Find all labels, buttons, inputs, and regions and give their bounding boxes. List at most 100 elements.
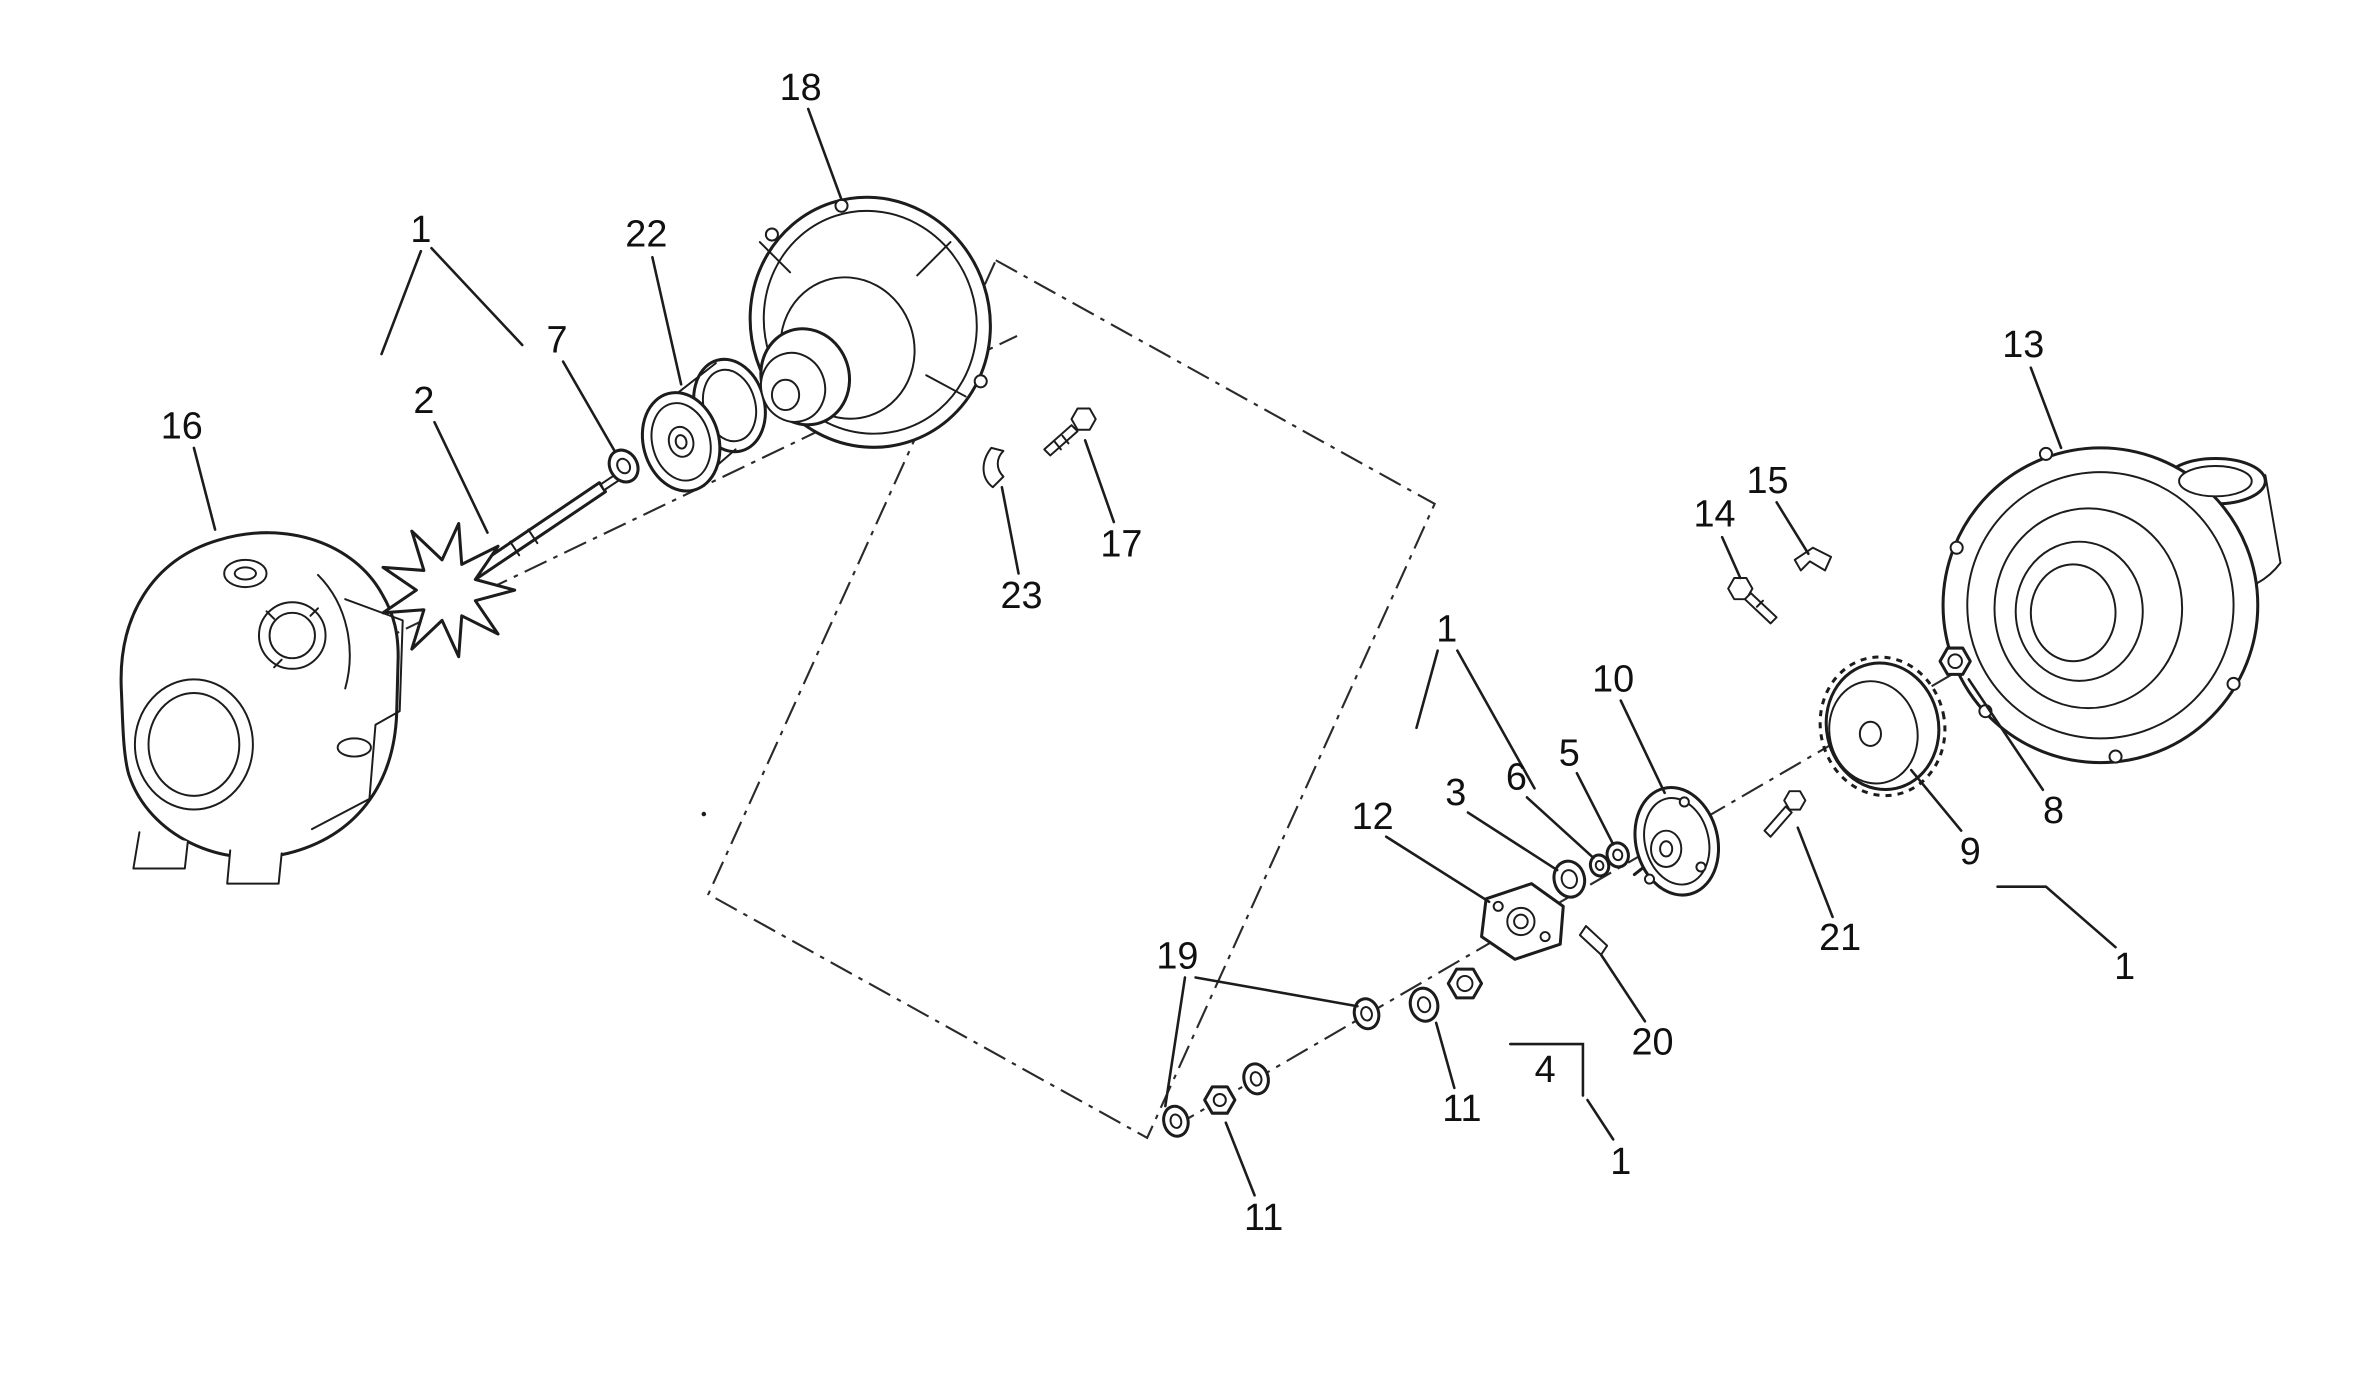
flange-bolt-hole [2226, 676, 2241, 691]
flange-bolt-hole [1949, 540, 1964, 555]
part-23-lock-plate [982, 446, 1005, 489]
bolt-shaft [1763, 805, 1793, 838]
part-9-gear-rotor [1818, 655, 1947, 798]
callout-3: 3 [1445, 772, 1466, 814]
bolt-shaft [1743, 592, 1778, 625]
callout-9: 9 [1960, 831, 1981, 873]
speck [701, 811, 707, 817]
part-17-bolt [1043, 407, 1097, 457]
callout-8: 8 [2043, 790, 2064, 832]
leader-line-10 [1619, 699, 1666, 795]
leader-line-21 [1796, 826, 1834, 919]
leader-line-14 [1720, 535, 1742, 580]
callout-2: 2 [413, 380, 434, 422]
callout-14: 14 [1694, 493, 1736, 535]
leader-line-12 [1384, 835, 1491, 904]
phantom-boundary-parallelogram [706, 258, 1437, 1140]
housing-flange [310, 598, 404, 831]
housing-foot [132, 831, 189, 870]
part-19-washer-set [1162, 997, 1381, 1138]
bolt-head [1070, 407, 1097, 431]
callout-20: 20 [1632, 1022, 1674, 1064]
flange-bolt-hole [834, 198, 849, 213]
leader-line-6 [1525, 796, 1595, 860]
leader-line-1 [430, 246, 524, 347]
leader-line-11 [1224, 1121, 1256, 1197]
part-6-washer [1588, 853, 1611, 878]
leader-line-15 [1775, 501, 1810, 556]
leader-line-1 [1456, 649, 1536, 790]
leader-line-1 [1586, 1098, 1615, 1141]
callout-6: 6 [1506, 757, 1527, 799]
callout-13: 13 [2002, 324, 2044, 366]
leader-line-17 [1083, 439, 1116, 524]
callout-11: 11 [1244, 1197, 1283, 1239]
leader-line-18 [806, 107, 843, 202]
leader-line-3 [1466, 811, 1559, 872]
callout-11: 11 [1442, 1088, 1481, 1130]
callout-layer: 1612722182317131415110563129812120191141… [161, 67, 2135, 1239]
callout-21: 21 [1819, 917, 1861, 959]
part-3-ring [1552, 859, 1587, 899]
turbine-wheel [381, 522, 517, 659]
flange-slot [336, 737, 372, 758]
callout-15: 15 [1746, 460, 1788, 502]
callout-7: 7 [547, 319, 568, 361]
part-21-bolt [1763, 790, 1807, 838]
callout-10: 10 [1592, 658, 1634, 700]
leader-line-13 [2029, 366, 2063, 450]
leader-line-22 [651, 255, 683, 386]
callout-19: 19 [1156, 935, 1198, 977]
callout-12: 12 [1352, 796, 1394, 838]
leader-line-4 [1509, 1042, 1585, 1097]
flange-bolt-hole [2108, 749, 2123, 764]
leader-line-19 [1194, 976, 1359, 1008]
callout-16: 16 [161, 406, 203, 448]
part-22-pulley [640, 357, 767, 493]
leader-line-11 [1434, 1021, 1456, 1090]
leader-line-2 [433, 420, 489, 534]
callout-5: 5 [1559, 733, 1580, 775]
leader-line-5 [1575, 771, 1615, 846]
flange-bolt-hole [2038, 446, 2053, 461]
part-11-nut-washer [1408, 967, 1484, 1023]
part-12-bearing-plate [1480, 882, 1565, 961]
callout-4: 4 [1535, 1049, 1556, 1091]
leader-line-8 [1967, 678, 2045, 792]
leader-line-19 [1164, 976, 1187, 1108]
leader-line-20 [1599, 953, 1647, 1023]
callout-1: 1 [2114, 946, 2135, 988]
gear-teeth [1818, 655, 1947, 798]
leader-line-7 [561, 360, 616, 453]
part-15-clamp [1793, 546, 1833, 572]
part-16-turbine-housing [119, 531, 404, 885]
callout-18: 18 [780, 67, 822, 109]
part-7-washer [607, 448, 640, 484]
leader-line-9 [1909, 768, 1963, 832]
callout-17: 17 [1100, 524, 1142, 566]
part-13-compressor-housing [1941, 446, 2282, 765]
leader-line-1 [380, 249, 423, 356]
housing-foot [226, 849, 283, 885]
bolt-shaft [1043, 424, 1079, 457]
flange-bolt-hole [764, 227, 779, 242]
centerline-layer [365, 258, 2077, 1140]
leader-line-1 [1996, 885, 2117, 949]
part-2-turbine-wheel-shaft [381, 471, 624, 659]
part-10-plate [1632, 786, 1721, 897]
callout-1: 1 [410, 209, 431, 251]
callout-1: 1 [1610, 1141, 1631, 1183]
callout-23: 23 [1001, 575, 1043, 617]
leader-line-23 [1000, 485, 1020, 575]
part-20-pin [1578, 925, 1609, 956]
part-18-bearing-housing [748, 195, 992, 449]
leader-line-1 [1415, 649, 1439, 730]
bolt-head [1783, 790, 1807, 811]
leader-line-16 [192, 446, 217, 531]
part-5-washer [1605, 841, 1630, 869]
part-14-bolt [1727, 577, 1778, 625]
flange-bolt-hole [973, 374, 988, 389]
callout-22: 22 [625, 214, 667, 256]
